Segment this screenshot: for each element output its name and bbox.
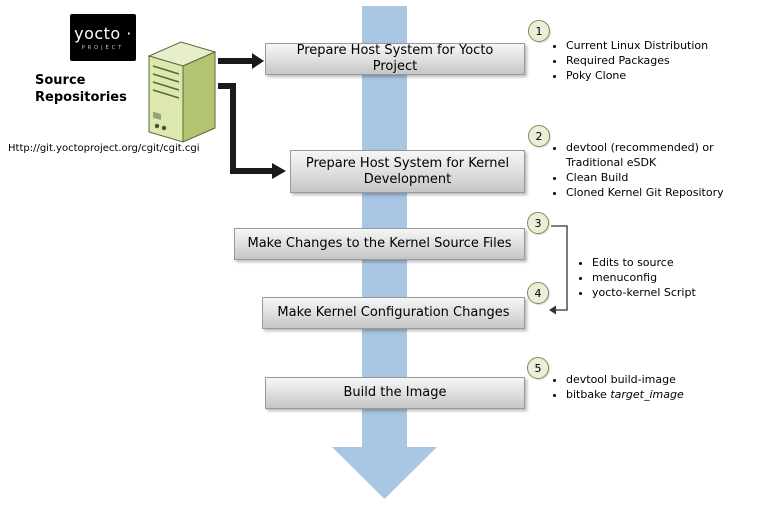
- step-number-5: 5: [527, 357, 549, 379]
- steps3-4-shared-bullets: Edits to source menuconfig yocto-kernel …: [579, 255, 749, 300]
- bullet-item: yocto-kernel Script: [592, 285, 749, 300]
- bullet-item: Edits to source: [592, 255, 749, 270]
- step-number-3: 3: [527, 212, 549, 234]
- bullet-item: menuconfig: [592, 270, 749, 285]
- connector-arrow-step1-icon: [218, 53, 264, 69]
- step-box-prepare-host-kernel: Prepare Host System for Kernel Developme…: [290, 150, 525, 193]
- bullet-item: bitbake target_image: [566, 387, 753, 402]
- source-title-line1: Source: [35, 73, 86, 88]
- step-number-4: 4: [527, 282, 549, 304]
- yocto-wordmark: yocto ·: [74, 24, 132, 43]
- yocto-logo: yocto · PROJECT: [70, 14, 136, 61]
- source-repositories-label: Source Repositories: [35, 72, 127, 106]
- yocto-subtext: PROJECT: [81, 45, 125, 51]
- step-number-2: 2: [528, 125, 550, 147]
- bullet-item: devtool build-image: [566, 372, 753, 387]
- bullet-text-italic: target_image: [610, 388, 684, 401]
- step2-bullets: devtool (recommended) or Traditional eSD…: [553, 140, 733, 200]
- bullet-text: bitbake: [566, 388, 611, 401]
- step-box-make-config-changes: Make Kernel Configuration Changes: [262, 297, 525, 329]
- bracket-connector-icon: [549, 225, 568, 315]
- bullet-item: Clean Build: [566, 170, 733, 185]
- step-box-make-source-changes: Make Changes to the Kernel Source Files: [234, 228, 525, 260]
- source-repository-url: Http://git.yoctoproject.org/cgit/cgit.cg…: [8, 143, 200, 154]
- step5-bullets: devtool build-image bitbake target_image: [553, 372, 753, 402]
- step-number-1: 1: [528, 20, 550, 42]
- bullet-item: Current Linux Distribution: [566, 38, 753, 53]
- bullet-item: Required Packages: [566, 53, 753, 68]
- step-box-prepare-host-yocto: Prepare Host System for Yocto Project: [265, 43, 525, 75]
- server-icon: [147, 41, 217, 143]
- source-title-line2: Repositories: [35, 90, 127, 105]
- bullet-item: devtool (recommended) or Traditional eSD…: [566, 140, 733, 170]
- bullet-item: Poky Clone: [566, 68, 753, 83]
- step-box-build-image: Build the Image: [265, 377, 525, 409]
- bullet-item: Cloned Kernel Git Repository: [566, 185, 733, 200]
- step1-bullets: Current Linux Distribution Required Pack…: [553, 38, 753, 83]
- connector-arrow-step2-icon: [218, 83, 286, 179]
